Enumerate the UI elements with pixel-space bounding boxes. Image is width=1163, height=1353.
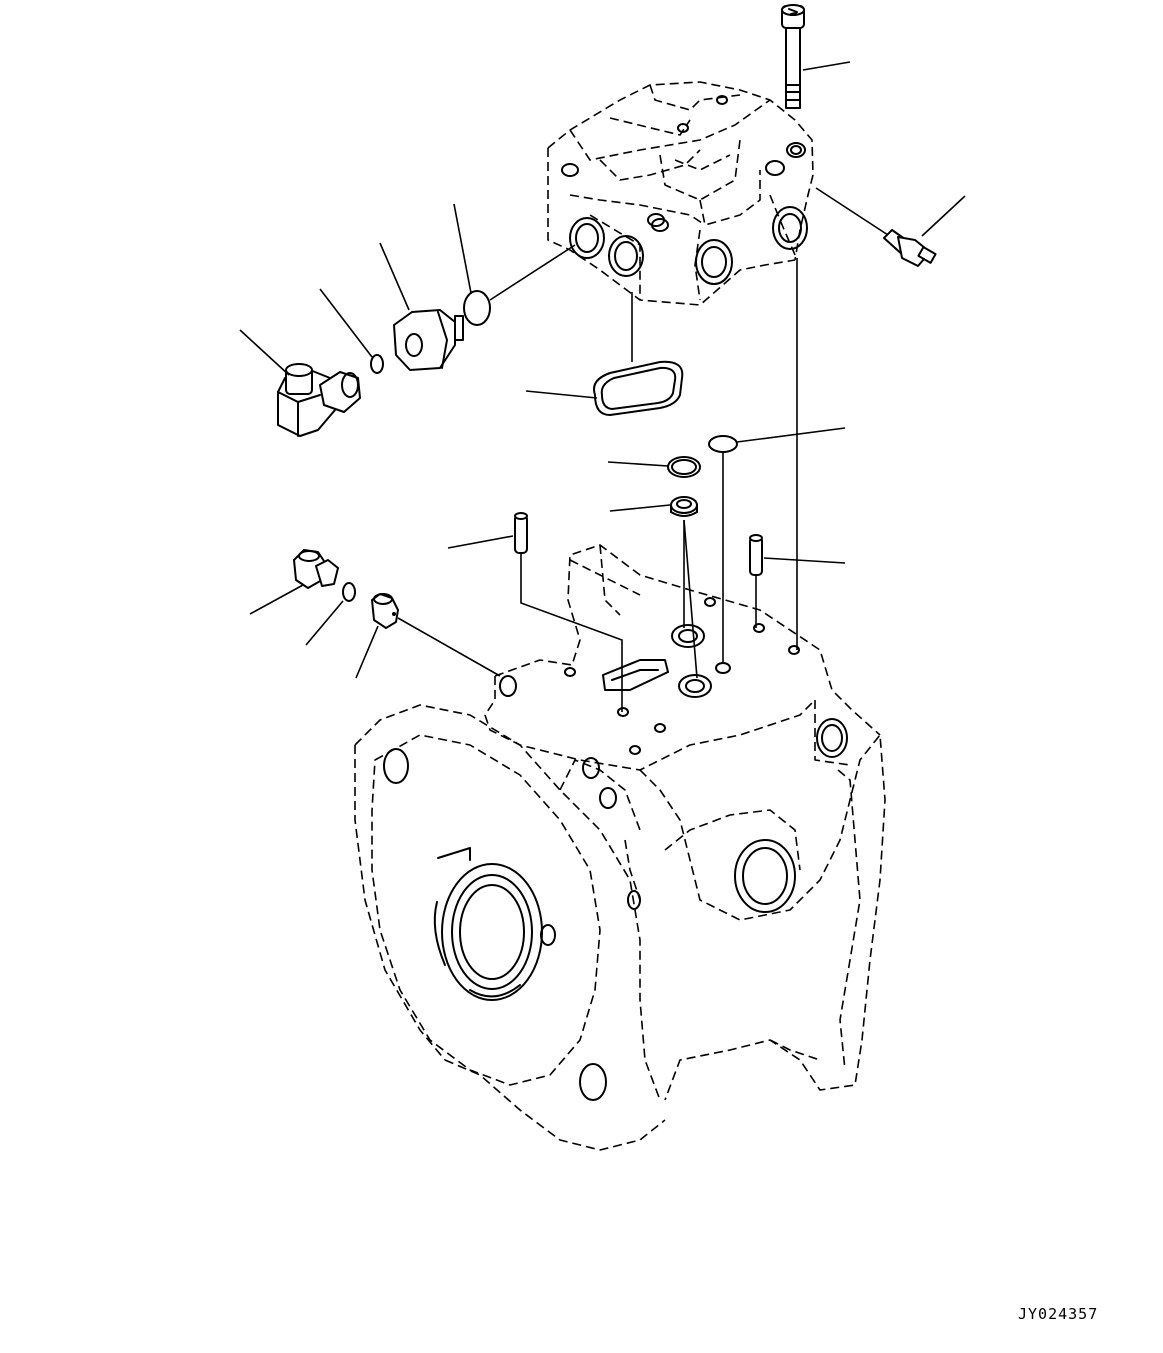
o-ring-part (463, 290, 491, 326)
control-valve-block (547, 81, 814, 306)
small-o-ring-part (370, 354, 384, 374)
collar-part (670, 496, 698, 517)
assembly-lines (397, 187, 889, 712)
elbow-fitting-part (277, 363, 361, 437)
center-o-ring-part (667, 456, 701, 478)
orifice-plug-part (371, 593, 399, 629)
gasket-part (593, 360, 684, 416)
dowel-pin-right-part (749, 534, 763, 576)
cap-screw-part (781, 4, 805, 109)
dowel-pin-left-part (514, 512, 528, 554)
leader-lines (239, 61, 966, 679)
right-o-ring-part (708, 435, 738, 453)
lower-o-ring-part (342, 582, 356, 602)
plug-part (293, 549, 339, 589)
drawing-id-label: JY024357 (1018, 1305, 1099, 1323)
adapter-part (393, 309, 464, 371)
sensor-plug-part (883, 229, 937, 267)
pump-housing (354, 544, 886, 1151)
